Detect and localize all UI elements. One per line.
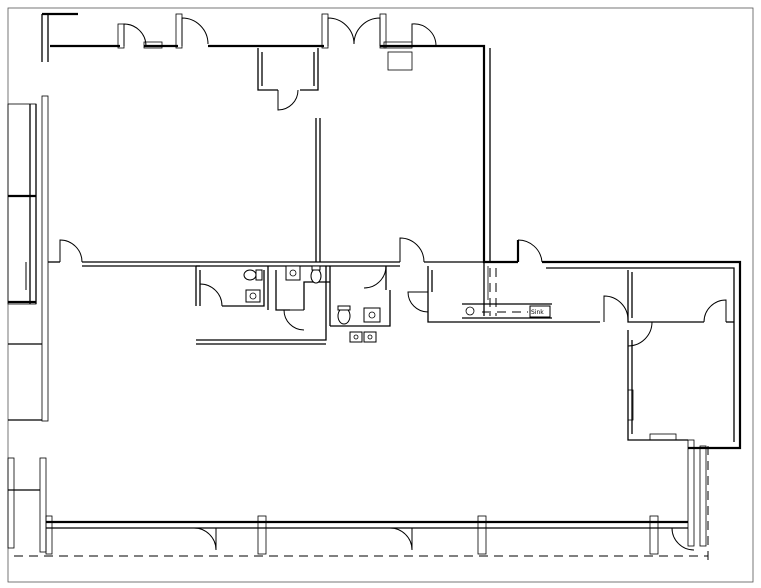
- toilet-icon: [243, 269, 257, 281]
- restroom-block: [195, 265, 331, 345]
- door-north-3: [411, 23, 437, 47]
- vestibule-closet: [257, 48, 319, 111]
- exterior-wall-east: [516, 239, 742, 450]
- lavatory-icon: [285, 265, 301, 281]
- restroom-two: [330, 265, 391, 343]
- lavatory-icon: [363, 307, 381, 323]
- sink-icon: [529, 305, 551, 318]
- floor-drain-icon: [465, 306, 475, 316]
- partition-horizontal: [48, 237, 484, 267]
- east-storefront: [687, 439, 709, 566]
- toilet-icon: [310, 268, 322, 284]
- south-storefront: [7, 457, 708, 557]
- north-box: [387, 51, 413, 71]
- drawing-border: [7, 7, 754, 583]
- drinking-fountain-icon: [349, 331, 377, 343]
- door-north-1: [123, 23, 147, 47]
- lavatory-icon: [245, 289, 261, 303]
- kitchenette: Sink: [407, 262, 629, 323]
- west-storefront: [7, 95, 49, 422]
- door-north-double: [327, 17, 381, 46]
- exterior-wall-north: [41, 12, 518, 264]
- sink-label: Sink: [531, 309, 544, 316]
- door-north-2: [181, 17, 209, 46]
